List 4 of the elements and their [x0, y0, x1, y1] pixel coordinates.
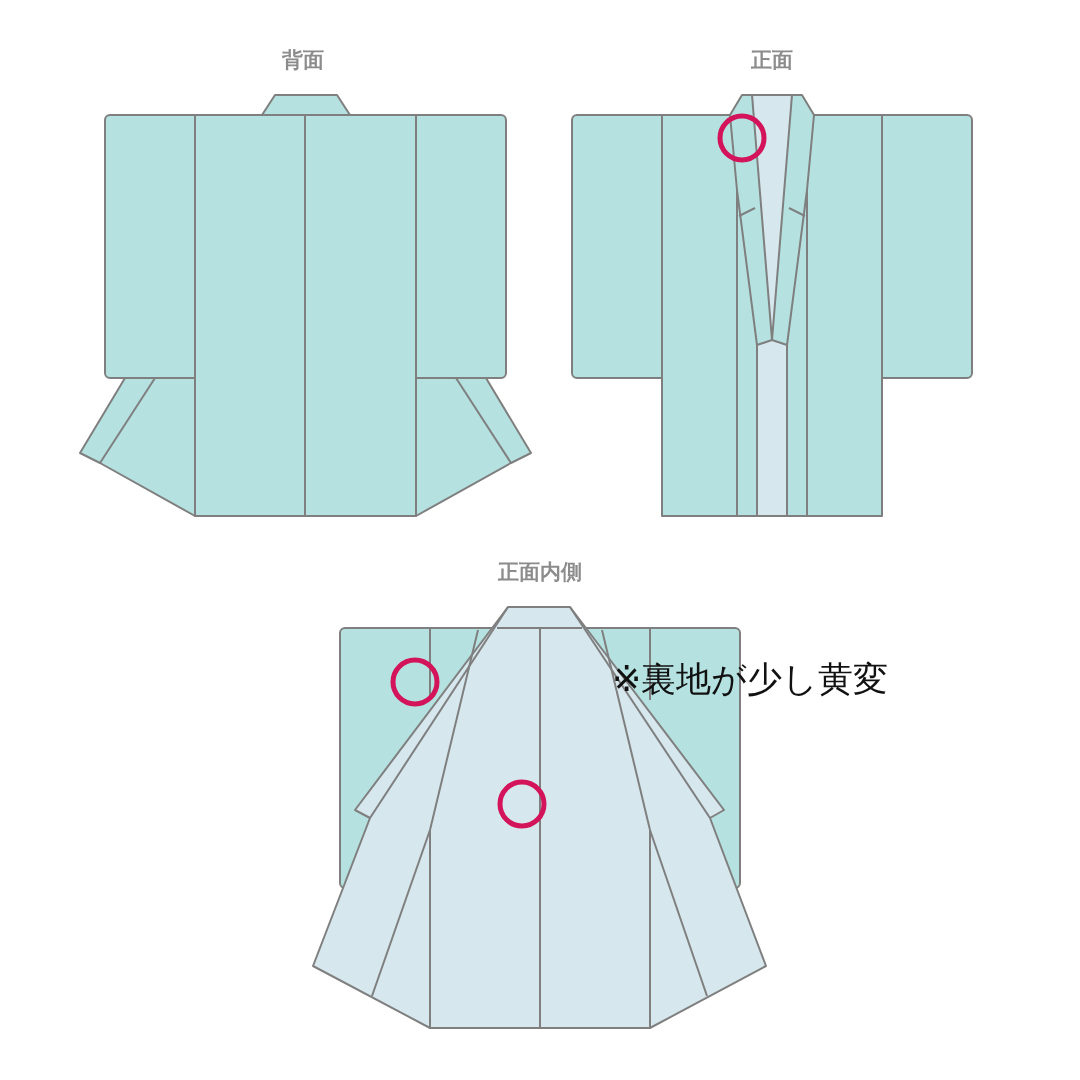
view-title: 正面	[751, 47, 793, 74]
view-title: 背面	[282, 47, 324, 74]
view-title: 正面内側	[498, 559, 582, 586]
note-text: ※裏地が少し黄変	[612, 658, 889, 701]
